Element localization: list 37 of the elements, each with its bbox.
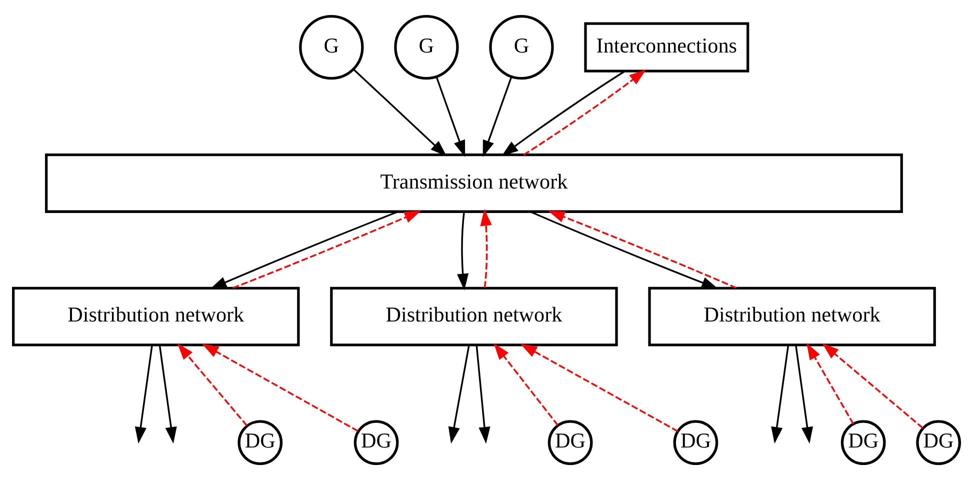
- node-circle: DG: [673, 420, 718, 466]
- arrow: [476, 345, 490, 444]
- arrow: [523, 70, 646, 156]
- arrow: [177, 343, 248, 426]
- arrow: [134, 345, 153, 444]
- arrow: [482, 76, 512, 158]
- node-box: Interconnections: [584, 22, 750, 72]
- arrow: [202, 344, 358, 432]
- node-circle: G: [299, 14, 364, 80]
- arrow: [232, 210, 422, 289]
- arrow: [448, 345, 470, 444]
- node-circle: DG: [916, 420, 961, 466]
- arrow: [457, 212, 469, 290]
- arrow: [520, 344, 678, 432]
- node-circle: G: [394, 14, 459, 80]
- arrow: [436, 76, 466, 158]
- arrow: [494, 343, 558, 426]
- arrow: [822, 343, 924, 429]
- node-circle: G: [489, 14, 554, 80]
- arrow: [502, 70, 626, 156]
- node-box: Distribution network: [330, 286, 618, 346]
- arrow: [210, 210, 399, 289]
- arrow: [353, 68, 447, 157]
- arrow: [530, 210, 718, 289]
- node-box: Distribution network: [12, 286, 300, 346]
- node-circle: DG: [354, 420, 399, 466]
- arrow: [806, 343, 854, 424]
- node-circle: DG: [840, 420, 886, 466]
- arrow: [158, 345, 177, 444]
- arrow: [548, 210, 737, 289]
- node-box: Distribution network: [648, 286, 936, 346]
- arrow: [771, 345, 790, 444]
- arrow: [480, 209, 492, 288]
- node-circle: DG: [548, 420, 593, 466]
- node-circle: DG: [238, 420, 283, 466]
- node-box: Transmission network: [45, 154, 903, 213]
- arrow: [795, 345, 814, 444]
